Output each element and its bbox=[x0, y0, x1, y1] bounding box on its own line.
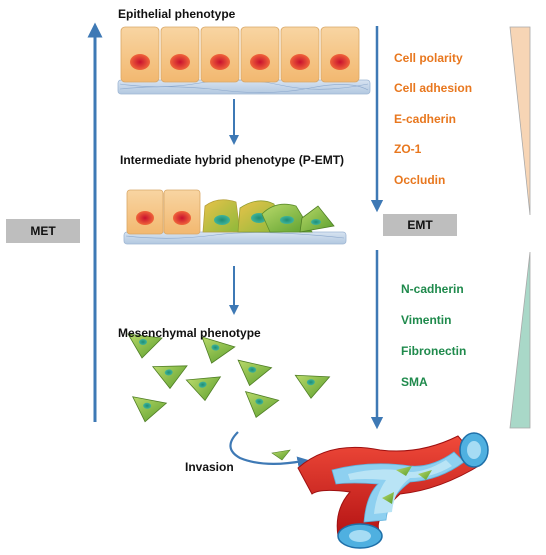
epithelial-cell-layer bbox=[117, 26, 371, 95]
epithelial-cell bbox=[320, 26, 360, 83]
blood-vessel bbox=[297, 432, 489, 549]
mesenchymal-marker: Fibronectin bbox=[401, 344, 467, 358]
epithelial-marker: Cell adhesion bbox=[394, 81, 473, 95]
epithelial-cell bbox=[160, 26, 200, 83]
mesenchymal-cell bbox=[294, 374, 331, 399]
mesenchymal-marker: Vimentin bbox=[401, 313, 452, 327]
met-box: MET bbox=[6, 219, 80, 243]
epithelial-marker: E-cadherin bbox=[394, 112, 457, 126]
invasion-arrow bbox=[229, 431, 309, 468]
invading-cell bbox=[271, 449, 291, 461]
epithelial-cell bbox=[200, 26, 240, 83]
mesenchymal-cell bbox=[151, 365, 188, 390]
emt-box: EMT bbox=[383, 214, 457, 236]
mesenchymal-cell bbox=[185, 376, 222, 402]
mesenchymal-phenotype-title: Mesenchymal phenotype bbox=[118, 326, 261, 340]
intermediate-cell-layer bbox=[123, 189, 347, 245]
mesenchymal-cell bbox=[132, 396, 168, 423]
epithelial-marker: Occludin bbox=[394, 173, 446, 187]
epithelial-marker: Cell polarity bbox=[394, 51, 463, 65]
epithelial-phenotype-title: Epithelial phenotype bbox=[118, 7, 236, 21]
mesenchymal-cell bbox=[127, 333, 163, 359]
epithelial-marker: ZO-1 bbox=[394, 142, 422, 156]
mesenchymal-marker: SMA bbox=[401, 375, 428, 389]
mesenchymal-cells bbox=[127, 333, 331, 423]
epithelial-cell bbox=[120, 26, 160, 83]
mesenchymal-cell bbox=[237, 359, 273, 387]
epithelial-cell bbox=[240, 26, 280, 83]
epithelial-cell bbox=[280, 26, 320, 83]
mesenchymal-cell bbox=[244, 391, 280, 418]
epithelial-marker-wedge bbox=[509, 26, 531, 216]
mesenchymal-cell bbox=[201, 336, 236, 364]
invasion-label: Invasion bbox=[185, 460, 234, 474]
mesenchymal-marker: N-cadherin bbox=[401, 282, 464, 296]
intermediate-phenotype-title: Intermediate hybrid phenotype (P-EMT) bbox=[120, 153, 345, 167]
